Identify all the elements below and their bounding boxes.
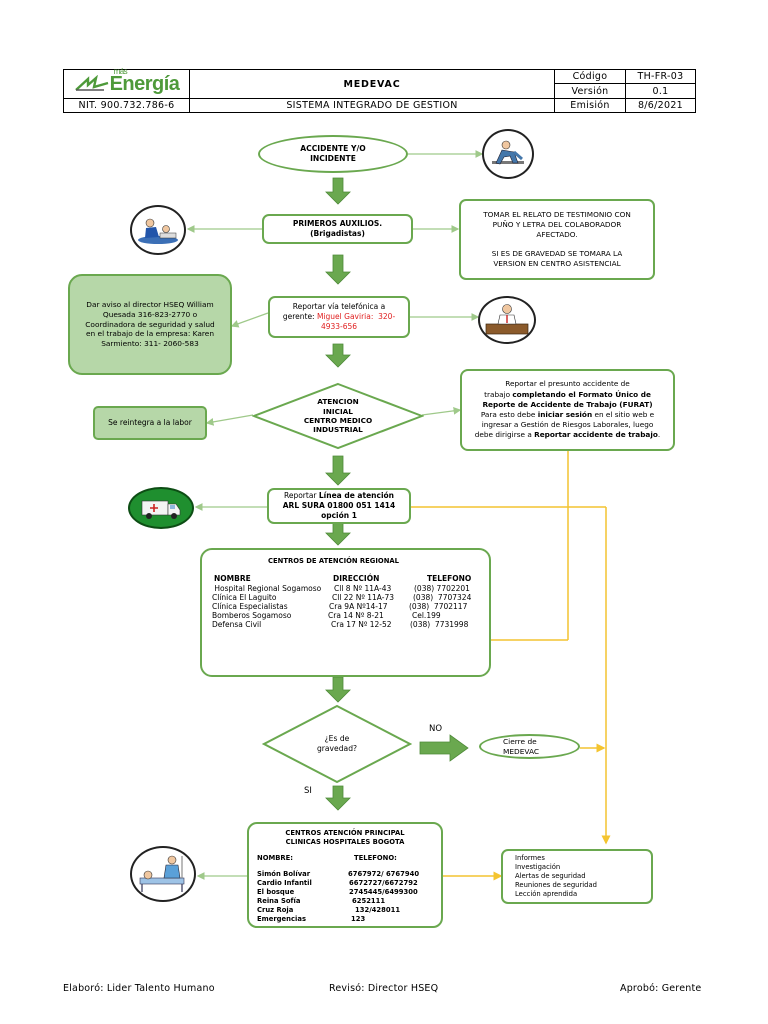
furat-text-1: Reportar el presunto accidente de trabaj…: [484, 379, 630, 399]
arrow-to-reintegra: [205, 414, 254, 426]
hospital-patient-icon: [130, 846, 196, 902]
regional-row-address: Cra 9A Nº14-17: [329, 602, 388, 611]
furat-text-4: iniciar sesión: [537, 410, 593, 419]
block-arrow-5: [325, 520, 351, 546]
principal-title: CENTROS ATENCIÓN PRINCIPAL CLINICAS HOSP…: [285, 829, 405, 846]
company-logo: más Energía: [64, 66, 189, 98]
furat-text-6: Reportar accidente de trabajo: [534, 430, 658, 440]
principal-header-nombre: NOMBRE:: [257, 854, 294, 862]
regional-row-phone: (038) 7702117: [409, 602, 468, 611]
block-arrow-6: [325, 676, 351, 703]
principal-row-name: Simón Bolívar: [257, 870, 311, 878]
logo-bolt-icon: [74, 75, 108, 91]
version-value: 0.1: [652, 85, 669, 97]
first-aid-brigade-icon: [130, 205, 186, 255]
injured-worker-icon: [482, 129, 534, 179]
block-arrow-1: [325, 177, 351, 205]
regional-title: CENTROS DE ATENCIÓN REGIONAL: [268, 557, 399, 565]
codigo-label: Código: [572, 71, 608, 82]
principal-row-name: Cruz Roja: [257, 906, 294, 914]
regional-row-address: Cll 22 Nº 11A-73: [332, 593, 395, 602]
principal-row-phone: 6252111: [352, 897, 386, 905]
reportar-telefono-node: Reportar vía telefónica a gerente: Migue…: [268, 296, 410, 338]
principal-row-name: Emergencias: [257, 915, 306, 923]
logo-text: Energía: [109, 72, 180, 95]
furat-text-3: Para esto debe: [480, 410, 536, 419]
furat-text-5: en el sitio web e ingresar a Gestión de …: [474, 410, 655, 440]
regional-centers-box: CENTROS DE ATENCIÓN REGIONAL NOMBRE DIRE…: [200, 548, 491, 677]
principal-row-phone: 6672727/6672792: [349, 879, 418, 887]
furat-text-2: completando el Formato Único de Reporte …: [482, 389, 653, 409]
ambulance-icon: [128, 487, 194, 529]
regional-row-name: Clínica El Laguito: [212, 593, 277, 602]
block-arrow-4: [325, 455, 351, 486]
gravedad-diamond-shape: [262, 704, 412, 784]
principal-row-name: El bosque: [257, 888, 295, 896]
footer-reviso: Revisó: Director HSEQ: [329, 983, 439, 994]
principal-row-phone: 123: [351, 915, 366, 923]
footer-elaboro: Elaboró: Lider Talento Humano: [63, 983, 215, 994]
principal-row-phone: 6767972/ 6767940: [348, 870, 420, 878]
system-name: SISTEMA INTEGRADO DE GESTION: [286, 100, 458, 111]
manager-desk-icon: [478, 296, 536, 344]
atencion-diamond-shape: [252, 382, 424, 450]
reportar-telefono-text: Reportar vía telefónica a gerente:: [282, 301, 386, 321]
document-header: más Energía NIT. 900.732.786-6 MEDEVAC S…: [63, 66, 696, 113]
block-arrow-3: [325, 343, 351, 368]
arl-line: Línea de atención ARL SURA 01800 051 141…: [282, 490, 396, 521]
dar-aviso-node: Dar aviso al director HSEQ William Quesa…: [68, 274, 232, 375]
regional-row-address: Cra 17 Nº 12-52: [331, 620, 392, 629]
principal-header-telefono: TELEFONO:: [354, 854, 397, 862]
block-arrow-2: [325, 254, 351, 285]
primeros-auxilios-node: PRIMEROS AUXILIOS. (Brigadistas): [262, 214, 413, 244]
block-arrow-no: [419, 734, 469, 762]
regional-header-direccion: DIRECCIÓN: [333, 574, 380, 583]
regional-row-name: Bomberos Sogamoso: [212, 611, 292, 620]
informes-text: Informes Investigación Alertas de seguri…: [515, 853, 597, 899]
logo-sub: más: [113, 66, 128, 76]
nit-number: NIT. 900.732.786-6: [78, 100, 175, 111]
accidente-node: ACCIDENTE Y/O INCIDENTE: [258, 135, 408, 173]
arrow-to-dar-aviso: [230, 312, 269, 328]
regional-row-address: Cra 14 Nº 8-21: [328, 611, 384, 620]
regional-row-phone: Cel.199: [412, 611, 441, 620]
principal-row-name: Cardio Infantil: [257, 879, 312, 887]
no-label: NO: [429, 724, 443, 734]
regional-row-name: Clínica Especialistas: [212, 602, 288, 611]
regional-row-name: Defensa Civil: [212, 620, 262, 629]
regional-row-phone: (038) 7707324: [413, 593, 472, 602]
furat-node: Reportar el presunto accidente de trabaj…: [460, 369, 675, 451]
regional-row-phone: (038) 7731998: [410, 620, 469, 629]
cierre-node: Cierre de MEDEVAC: [479, 734, 580, 759]
emision-value: 8/6/2021: [637, 100, 684, 111]
document-title: MEDEVAC: [343, 78, 401, 90]
furat-text-7: .: [657, 430, 661, 440]
arrow-to-furat: [421, 406, 462, 416]
regional-row-phone: (038) 7702201: [414, 584, 470, 593]
cierre-text: Cierre de MEDEVAC: [503, 736, 540, 756]
arl-text: Reportar: [283, 490, 319, 500]
principal-row-phone: 2745445/6499300: [349, 888, 418, 896]
gravedad-node: ¿Es de gravedad?: [316, 733, 358, 753]
si-label: SI: [304, 786, 312, 796]
codigo-value: TH-FR-03: [637, 71, 684, 82]
tomar-relato-node: TOMAR EL RELATO DE TESTIMONIO CON PUÑO Y…: [459, 199, 655, 280]
footer-aprobo: Aprobó: Gerente: [620, 983, 702, 994]
arl-node: Reportar Línea de atención ARL SURA 0180…: [267, 488, 411, 524]
principal-row-phone: 132/428011: [355, 906, 401, 914]
regional-row-address: Cll 8 Nº 11A-43: [334, 584, 392, 593]
principal-centers-box: CENTROS ATENCIÓN PRINCIPAL CLINICAS HOSP…: [247, 822, 443, 928]
principal-row-name: Reina Sofía: [257, 897, 301, 905]
block-arrow-7: [325, 785, 351, 811]
gerente-contact: Miguel Gaviria: 320- 4933-656: [316, 311, 396, 332]
informes-node: Informes Investigación Alertas de seguri…: [501, 849, 653, 904]
atencion-node: ATENCION INICIAL CENTRO MEDICO INDUSTRIA…: [303, 397, 373, 435]
regional-header-nombre: NOMBRE: [214, 574, 251, 583]
regional-row-name: Hospital Regional Sogamoso: [212, 584, 322, 593]
emision-label: Emisión: [570, 100, 610, 111]
reintegra-node: Se reintegra a la labor: [93, 406, 207, 440]
regional-header-telefono: TELEFONO: [427, 574, 472, 583]
version-label: Versión: [571, 85, 609, 97]
